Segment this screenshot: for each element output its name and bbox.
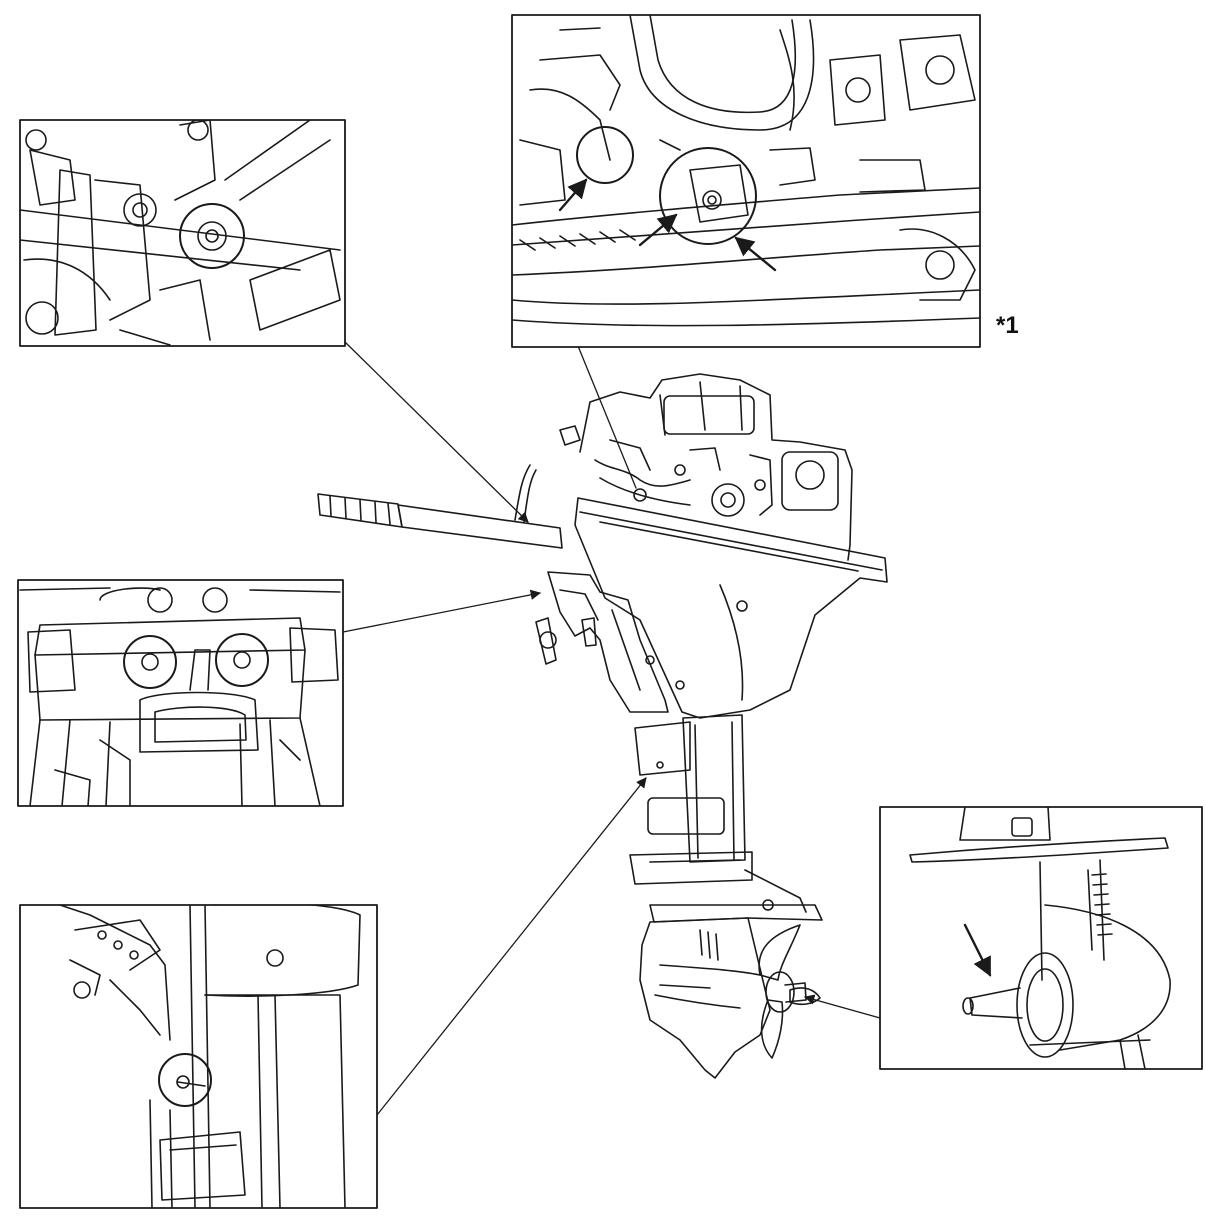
tiller-bracket-detail-panel <box>19 119 346 347</box>
powerhead-pointer-arrows <box>558 178 777 272</box>
callout-marker-label: *1 <box>996 312 1019 339</box>
leader-lines <box>342 341 881 1116</box>
gearcase <box>639 917 771 1079</box>
shaft-pointer-arrow <box>963 923 992 977</box>
driveshaft-housing <box>629 714 753 885</box>
midsection-detail-panel <box>19 904 378 1209</box>
swivel-bracket-detail-panel <box>17 579 344 807</box>
powerhead-detail-panel <box>511 14 981 348</box>
propeller-shaft-detail-panel <box>879 806 1203 1070</box>
outboard-motor <box>317 373 888 1079</box>
powerhead <box>559 373 853 561</box>
propeller <box>758 924 821 1059</box>
anti-ventilation-plate <box>649 869 823 923</box>
bottom-cowl <box>574 497 888 719</box>
tiller-handle <box>317 464 563 549</box>
clamp-bracket <box>535 571 669 713</box>
